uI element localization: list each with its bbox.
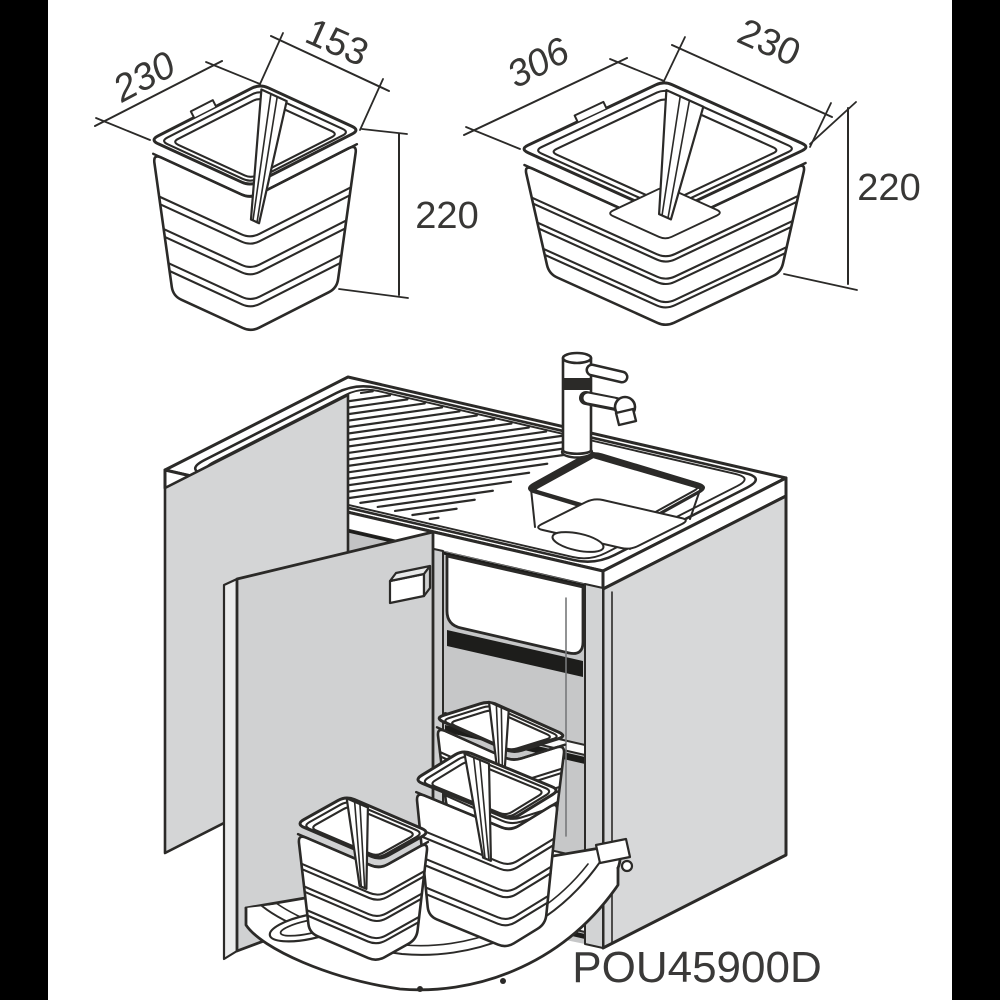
tray-bins [296,700,567,961]
large-bin-height-label: 220 [857,167,920,209]
small-bin-illustration [152,84,359,332]
small-bin-depth-label: 230 [106,44,183,111]
letterbox-right-bar [952,0,1000,1000]
small-bin-dimension-lines [94,32,409,299]
small-bin-height-label: 220 [415,195,478,237]
letterbox-left-bar [0,0,48,1000]
product-code-label: POU45900D [572,943,821,992]
large-bin-illustration [522,81,808,327]
small-bin-width-label: 153 [299,11,374,75]
large-bin-width-label: 230 [731,11,806,75]
large-bin-dimension-lines [463,36,858,291]
